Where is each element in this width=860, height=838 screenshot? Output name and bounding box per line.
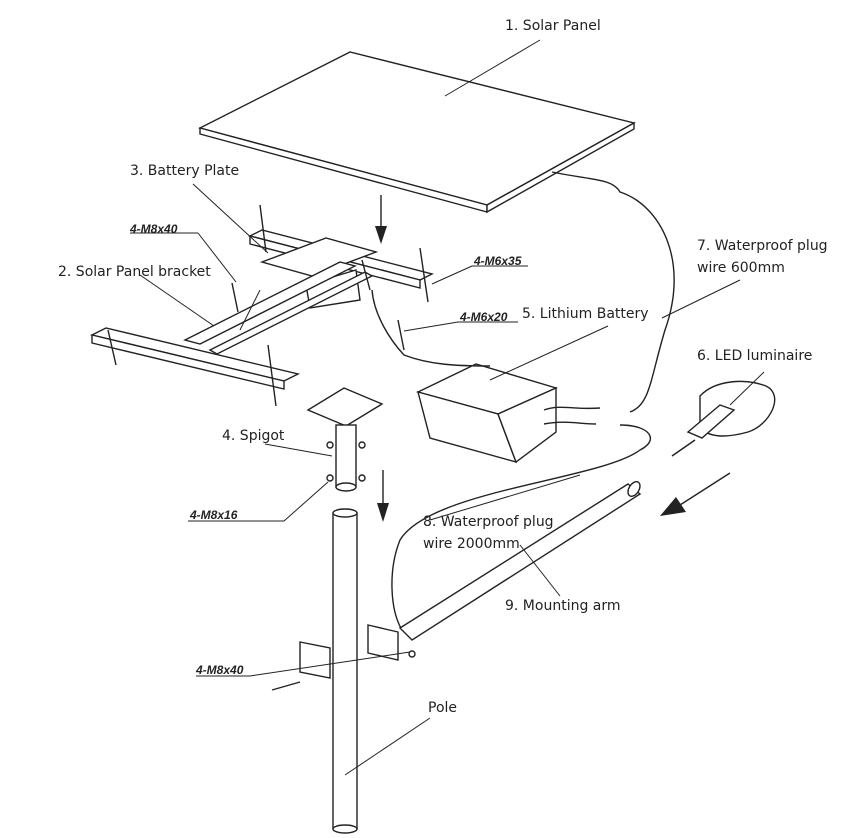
label-waterproof-plug-600-line2: wire 600mm — [697, 260, 785, 276]
bolts — [107, 204, 429, 407]
lithium-battery — [416, 363, 601, 464]
label-waterproof-plug-600-line1: 7. Waterproof plug — [697, 238, 828, 254]
label-spigot: 4. Spigot — [222, 428, 285, 444]
down-arrow-icon — [375, 195, 387, 244]
down-arrow-icon — [377, 470, 389, 522]
wires — [371, 171, 675, 631]
label-waterproof-plug-2000-line2: wire 2000mm — [423, 536, 520, 552]
leader-lines — [130, 39, 765, 776]
spec-bolt-bracket: 4-M8x40 — [130, 222, 178, 236]
label-solar-panel-bracket: 2. Solar Panel bracket — [58, 264, 211, 280]
label-waterproof-plug-2000-line1: 8. Waterproof plug — [423, 514, 554, 530]
label-lithium-battery: 5. Lithium Battery — [522, 306, 649, 322]
mounting-arm — [367, 481, 642, 661]
label-battery-plate: 3. Battery Plate — [130, 163, 240, 179]
spec-bolt-plate-top: 4-M6x35 — [474, 254, 522, 268]
pole — [271, 508, 358, 834]
spigot — [306, 387, 384, 492]
spec-bolt-pole: 4-M8x40 — [196, 663, 244, 677]
label-led-luminaire: 6. LED luminaire — [697, 348, 813, 364]
led-luminaire — [671, 380, 776, 457]
label-mounting-arm: 9. Mounting arm — [505, 598, 621, 614]
left-arrow-icon — [660, 472, 731, 516]
spec-bolt-plate-bottom: 4-M6x20 — [460, 310, 508, 324]
spec-bolt-spigot: 4-M8x16 — [190, 508, 238, 522]
label-pole: Pole — [428, 700, 458, 716]
label-solar-panel: 1. Solar Panel — [505, 18, 601, 34]
solar-panel — [198, 51, 636, 214]
solar-panel-bracket — [89, 261, 374, 390]
